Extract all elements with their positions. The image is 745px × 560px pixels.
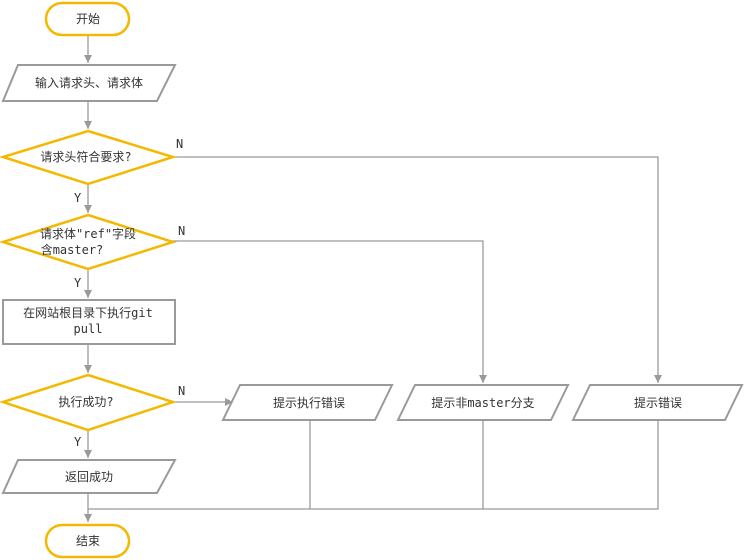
ref-no-label: N	[178, 224, 185, 238]
exec-git-pull-node: 在网站根目录下执行git pull	[2, 299, 176, 345]
header-yes-label: Y	[74, 191, 82, 205]
end-label: 结束	[76, 534, 100, 548]
hint-not-master-node: 提示非master分支	[396, 384, 570, 421]
edge-error-to-end	[483, 420, 659, 510]
input-label: 输入请求头、请求体	[35, 75, 143, 90]
header-no-label: N	[176, 137, 183, 151]
exec-yes-label: Y	[74, 435, 82, 449]
hint-exec-error-node: 提示执行错误	[221, 384, 394, 421]
ref-check-label-line1: 请求体"ref"字段	[40, 226, 136, 241]
header-check-label: 请求头符合要求?	[40, 149, 131, 164]
exec-label-line2: pull	[74, 322, 103, 336]
return-success-node: 返回成功	[1, 459, 177, 494]
exec-label-line1: 在网站根目录下执行git	[23, 306, 153, 320]
input-node: 输入请求头、请求体	[1, 64, 177, 102]
exec-success-label: 执行成功?	[58, 395, 113, 409]
ref-yes-label: Y	[74, 276, 82, 290]
connectors	[84, 36, 662, 522]
hint-error-node: 提示错误	[571, 384, 744, 421]
ref-check-label-line2: 含master?	[41, 242, 104, 257]
return-success-label: 返回成功	[65, 470, 113, 484]
hint-error-label: 提示错误	[634, 395, 682, 410]
ref-check-decision: 请求体"ref"字段 含master?	[0, 213, 178, 271]
hint-exec-error-label: 提示执行错误	[273, 395, 345, 410]
end-terminal: 结束	[44, 523, 131, 559]
header-check-decision: 请求头符合要求?	[0, 129, 178, 186]
edge-header-no	[155, 156, 662, 383]
hint-not-master-label: 提示非master分支	[431, 395, 534, 410]
exec-no-label: N	[178, 384, 185, 398]
start-label: 开始	[76, 12, 100, 26]
edge-ref-no	[162, 240, 487, 383]
edge-not-master-to-end	[310, 420, 484, 510]
edge-labels: N Y N Y N Y	[74, 137, 185, 449]
start-terminal: 开始	[44, 1, 131, 37]
exec-success-decision: 执行成功?	[0, 373, 178, 432]
